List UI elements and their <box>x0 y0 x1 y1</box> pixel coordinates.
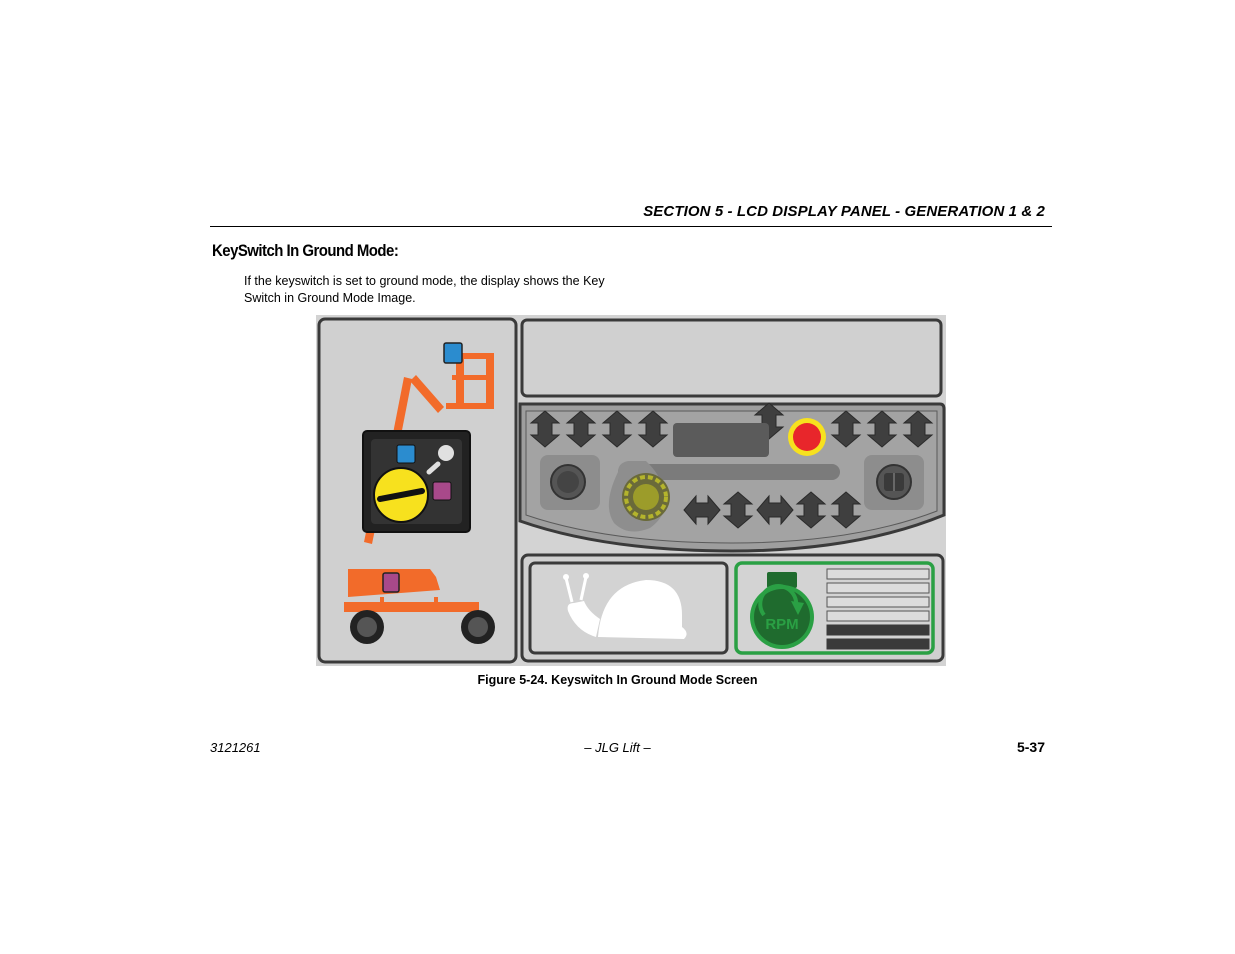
body-paragraph: If the keyswitch is set to ground mode, … <box>244 273 644 307</box>
keyswitch-ground-mode-figure: RPM <box>316 315 946 666</box>
figure-caption: Figure 5-24. Keyswitch In Ground Mode Sc… <box>477 673 758 687</box>
up-down-arrow-icon <box>830 410 862 448</box>
rpm-icon: RPM <box>750 572 814 649</box>
left-right-arrow-icon <box>756 494 794 526</box>
slider-track <box>618 464 840 480</box>
up-down-arrow-icon <box>722 491 754 529</box>
rpm-level-bars <box>826 568 930 650</box>
up-down-arrow-icon <box>637 410 669 448</box>
machine-panel <box>317 317 518 664</box>
footer-brand: – JLG Lift – <box>584 740 651 755</box>
paragraph-line-1: If the keyswitch is set to ground mode, … <box>244 274 605 288</box>
rpm-panel: RPM <box>734 561 935 655</box>
up-down-arrow-icon <box>830 491 862 529</box>
page-number: 5-37 <box>1016 739 1045 755</box>
document-number: 3121261 <box>210 740 261 755</box>
rpm-label: RPM <box>765 616 798 633</box>
up-down-arrow-icon <box>601 410 633 448</box>
up-down-arrow-icon <box>902 410 934 448</box>
section-heading: KeySwitch In Ground Mode: <box>212 241 399 260</box>
wheel-right <box>461 610 495 644</box>
left-joystick-icon <box>540 455 600 510</box>
up-down-arrow-icon <box>795 491 827 529</box>
platform-mode-indicator <box>443 342 463 364</box>
control-panel-graphic <box>518 402 946 553</box>
right-joystick-icon <box>864 455 924 510</box>
left-right-arrow-icon <box>683 494 721 526</box>
paragraph-line-2: Switch in Ground Mode Image. <box>244 291 416 305</box>
header-rule <box>210 226 1052 227</box>
keyswitch-icon <box>362 430 471 533</box>
ground-mode-indicator <box>382 572 400 593</box>
section-header: SECTION 5 - LCD DISPLAY PANEL - GENERATI… <box>643 203 1045 220</box>
up-down-arrow-icon <box>529 410 561 448</box>
speed-dial-icon <box>622 473 670 521</box>
emergency-stop-icon <box>788 418 826 456</box>
wheel-left <box>350 610 384 644</box>
snail-icon <box>563 573 687 639</box>
panel-display-window <box>673 423 769 457</box>
up-down-arrow-icon <box>866 410 898 448</box>
message-display-area <box>520 318 943 398</box>
up-down-arrow-icon <box>565 410 597 448</box>
